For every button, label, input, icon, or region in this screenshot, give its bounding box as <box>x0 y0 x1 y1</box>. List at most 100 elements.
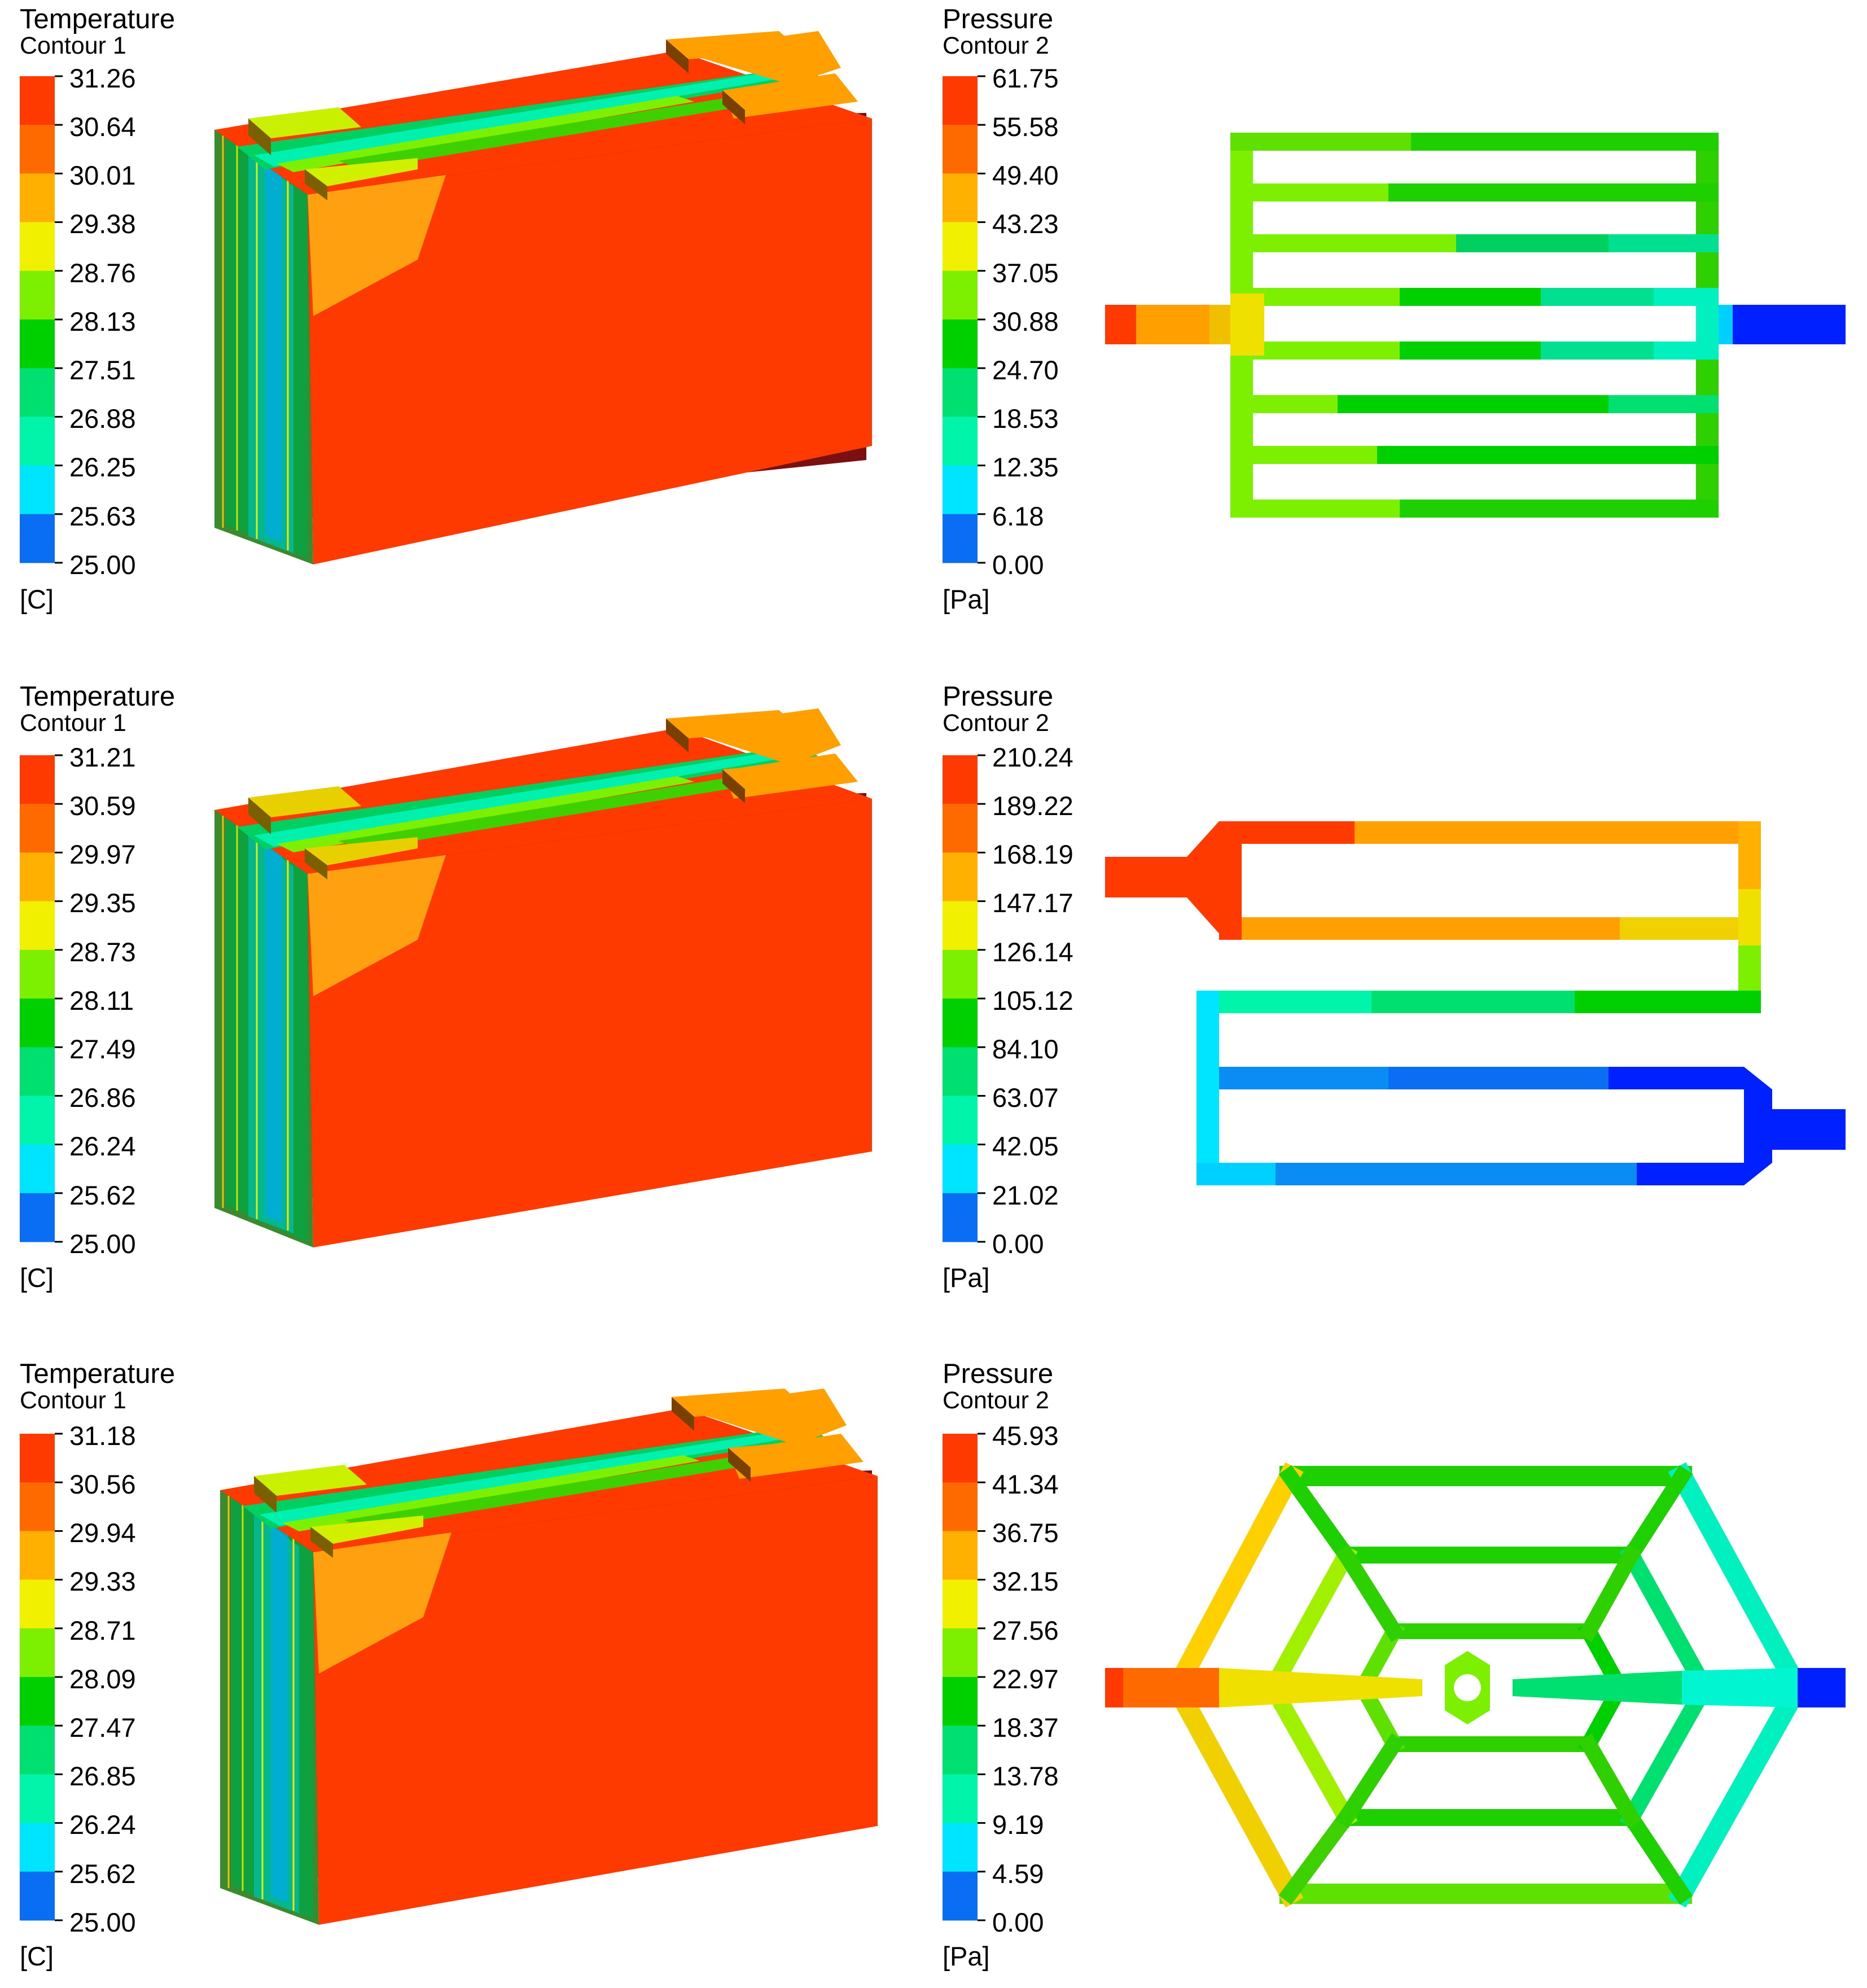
cooling-channel-pressure-contour-1 <box>1105 133 1846 518</box>
colorbar-band <box>943 1434 978 1483</box>
legend-unit: [Pa] <box>943 584 990 614</box>
legend-title: Pressure <box>943 4 1053 34</box>
tick-label: 12.35 <box>992 452 1059 482</box>
tick-label: 189.22 <box>992 791 1073 821</box>
colorbar-band <box>20 1871 55 1921</box>
tick-label: 22.97 <box>992 1664 1059 1694</box>
colorbar-band <box>20 1677 55 1726</box>
tick-label: 30.88 <box>992 306 1059 336</box>
colorbar-band <box>20 368 55 417</box>
colorbar-band <box>943 1579 978 1629</box>
colorbar-band <box>943 1144 978 1194</box>
colorbar-band <box>20 852 55 902</box>
tick-label: 31.26 <box>69 63 136 93</box>
tick-label: 55.58 <box>992 112 1059 142</box>
tick-label: 21.02 <box>992 1180 1059 1210</box>
tick-label: 26.88 <box>69 404 136 433</box>
colorbar-band <box>20 1726 55 1775</box>
tick-label: 105.12 <box>992 986 1073 1015</box>
tick-label: 26.24 <box>69 1131 136 1161</box>
tick-label: 28.09 <box>69 1664 136 1694</box>
legend-unit: [C] <box>20 1941 54 1971</box>
tick-label: 43.23 <box>992 209 1059 239</box>
colorbar-band <box>20 1531 55 1580</box>
colorbar-band <box>20 319 55 369</box>
tick-label: 25.63 <box>69 501 136 531</box>
tick-label: 27.56 <box>992 1615 1059 1645</box>
colorbar-band <box>943 173 978 223</box>
tick-label: 18.53 <box>992 404 1059 433</box>
pressure-legend-1: Pressure Contour 2 61.75 55.58 49.40 43.… <box>943 4 1059 614</box>
legend-title: Temperature <box>20 681 175 712</box>
tick-label: 25.62 <box>69 1180 136 1210</box>
legend-unit: [C] <box>20 584 54 614</box>
colorbar-band <box>20 270 55 320</box>
tick-label: 29.33 <box>69 1566 136 1596</box>
front-face <box>313 1476 878 1925</box>
tick-label: 27.49 <box>69 1034 136 1064</box>
colorbar-band <box>20 465 55 515</box>
tick-label: 29.38 <box>69 209 136 239</box>
colorbar-band <box>20 949 55 999</box>
colorbar-band <box>943 222 978 272</box>
tick-label: 210.24 <box>992 742 1073 772</box>
colorbar-band <box>20 1579 55 1629</box>
colorbar-band <box>20 901 55 951</box>
colorbar-band <box>943 76 978 125</box>
colorbar-band <box>20 1144 55 1194</box>
colorbar-band <box>20 755 55 804</box>
colorbar-band <box>943 1096 978 1145</box>
row-1: Temperature Contour 1 31.26 30.64 30.01 … <box>20 4 1846 614</box>
front-face <box>308 799 872 1247</box>
pressure-legend-2: Pressure Contour 2 210.24 189.22 168.19 … <box>943 681 1073 1293</box>
colorbar-band <box>20 222 55 272</box>
colorbar-band <box>943 417 978 466</box>
pressure-colorbar <box>943 1433 985 1921</box>
tick-label: 26.85 <box>69 1761 136 1791</box>
colorbar-band <box>20 999 55 1048</box>
colorbar-band <box>943 1774 978 1824</box>
colorbar-band <box>943 755 978 804</box>
colorbar-band <box>943 1482 978 1531</box>
tick-label: 26.25 <box>69 452 136 482</box>
colorbar-band <box>943 804 978 853</box>
tick-label: 9.19 <box>992 1810 1044 1840</box>
colorbar-band <box>20 1193 55 1242</box>
colorbar-band <box>20 1482 55 1531</box>
temperature-legend-1: Temperature Contour 1 31.26 30.64 30.01 … <box>20 4 175 614</box>
tick-label: 36.75 <box>992 1518 1059 1548</box>
tick-label: 26.86 <box>69 1083 136 1113</box>
colorbar-band <box>20 1628 55 1678</box>
legend-subtitle: Contour 2 <box>943 32 1049 59</box>
colorbar-band <box>20 1096 55 1145</box>
colorbar-band <box>20 1434 55 1483</box>
colorbar-band <box>943 1677 978 1726</box>
tick-label: 29.94 <box>69 1518 136 1548</box>
tick-label: 41.34 <box>992 1469 1059 1499</box>
tick-label: 37.05 <box>992 258 1059 288</box>
tick-label: 147.17 <box>992 888 1073 918</box>
tick-label: 45.93 <box>992 1421 1059 1451</box>
temperature-tick-labels: 31.21 30.59 29.97 29.35 28.73 28.11 27.4… <box>69 742 136 1259</box>
colorbar-band <box>943 901 978 951</box>
tick-label: 42.05 <box>992 1131 1059 1161</box>
tick-label: 29.97 <box>69 839 136 869</box>
tick-label: 18.37 <box>992 1713 1059 1742</box>
tick-label: 30.56 <box>69 1469 136 1499</box>
legend-unit: [C] <box>20 1263 54 1293</box>
cooling-channel-pressure-contour-3 <box>1105 1462 1846 1908</box>
legend-subtitle: Contour 2 <box>943 1387 1049 1414</box>
battery-temperature-contour-3 <box>220 1389 878 1925</box>
colorbar-band <box>943 319 978 369</box>
colorbar-band <box>943 949 978 999</box>
tick-label: 30.59 <box>69 791 136 821</box>
tick-label: 0.00 <box>992 1907 1044 1937</box>
pressure-tick-labels: 61.75 55.58 49.40 43.23 37.05 30.88 24.7… <box>992 63 1059 580</box>
tick-label: 168.19 <box>992 839 1073 869</box>
tick-label: 25.00 <box>69 1229 136 1259</box>
tick-label: 6.18 <box>992 501 1044 531</box>
legend-unit: [Pa] <box>943 1263 990 1293</box>
colorbar-band <box>20 1774 55 1824</box>
pressure-legend-3: Pressure Contour 2 45.93 41.34 36.75 32.… <box>943 1359 1059 1971</box>
temperature-colorbar <box>20 754 63 1243</box>
